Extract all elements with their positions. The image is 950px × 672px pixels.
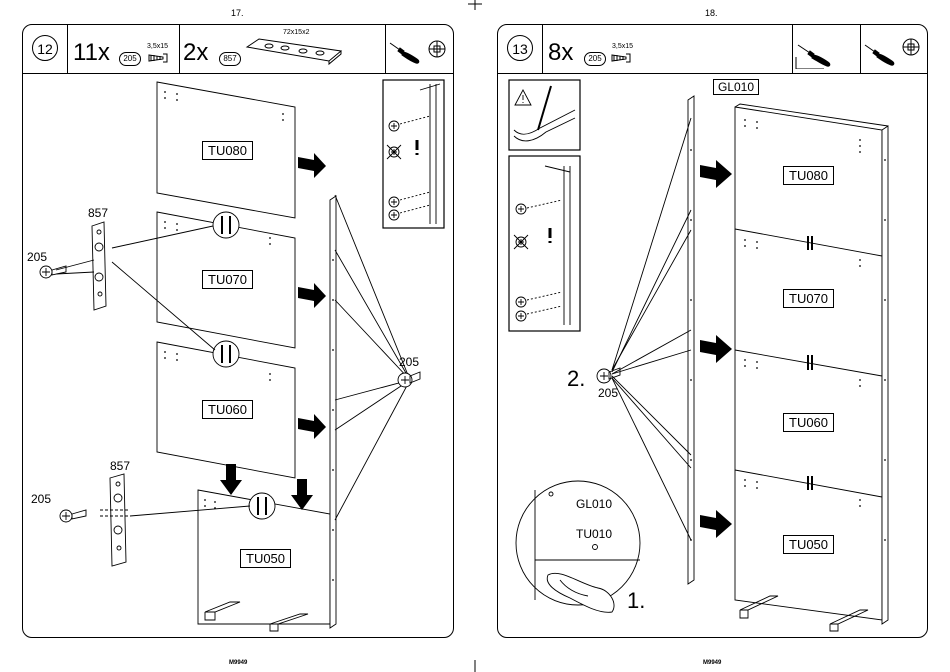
divider — [860, 25, 861, 73]
part-code: 205 — [584, 52, 606, 66]
page-number-left: 17. — [231, 8, 244, 18]
plate-size: 72x15x2 — [283, 29, 309, 36]
footer-right: M9949 — [703, 660, 721, 666]
screwdriver-crosshead-icon — [862, 31, 928, 71]
divider — [179, 25, 180, 73]
screwdriver-icon — [387, 31, 427, 67]
detail-label-gl010: GL010 — [576, 497, 612, 511]
quantity: 11x — [73, 39, 110, 67]
quantity: 2x — [183, 39, 208, 67]
divider — [67, 25, 68, 73]
quantity: 8x — [548, 39, 573, 67]
side-panel-label: GL010 — [713, 79, 759, 95]
callout-857: 857 — [110, 459, 130, 473]
panel-label-tu070: TU070 — [783, 289, 834, 308]
divider — [542, 25, 543, 73]
divider — [385, 25, 386, 73]
callout-205: 205 — [31, 492, 51, 506]
step-number: 13 — [507, 35, 533, 61]
step-1-label: 1. — [627, 588, 645, 614]
crosshead-icon — [427, 39, 451, 63]
panel-label-tu060: TU060 — [783, 413, 834, 432]
panel-label-tu070: TU070 — [202, 270, 253, 289]
panel-label-tu050: TU050 — [240, 549, 291, 568]
callout-205: 205 — [27, 250, 47, 264]
screw-size: 3,5x15 — [612, 43, 633, 50]
panel-label-tu080: TU080 — [202, 141, 253, 160]
step-2-label: 2. — [567, 366, 585, 392]
callout-205: 205 — [399, 355, 419, 369]
detail-label-tu010: TU010 — [576, 527, 612, 541]
callout-857: 857 — [88, 206, 108, 220]
panel-label-tu060: TU060 — [202, 400, 253, 419]
part-code: 857 — [219, 52, 241, 66]
instruction-page-left: 12 11x 205 3,5x15 2x 857 72x15x2 — [22, 24, 454, 638]
screw-callout-205: 205 — [598, 386, 618, 400]
panel-label-tu050: TU050 — [783, 535, 834, 554]
divider — [792, 25, 793, 73]
part-code: 205 — [119, 52, 141, 66]
screwdriver-icon — [794, 33, 854, 69]
step-number: 12 — [32, 35, 58, 61]
instruction-page-right: 13 8x 205 3,5x15 — [497, 24, 928, 638]
parts-header: 13 8x 205 3,5x15 — [498, 25, 927, 74]
panel-label-tu080: TU080 — [783, 166, 834, 185]
page-number-right: 18. — [705, 8, 718, 18]
footer-left: M9949 — [229, 660, 247, 666]
parts-header: 12 11x 205 3,5x15 2x 857 72x15x2 — [23, 25, 453, 74]
screw-size: 3,5x15 — [147, 43, 168, 50]
